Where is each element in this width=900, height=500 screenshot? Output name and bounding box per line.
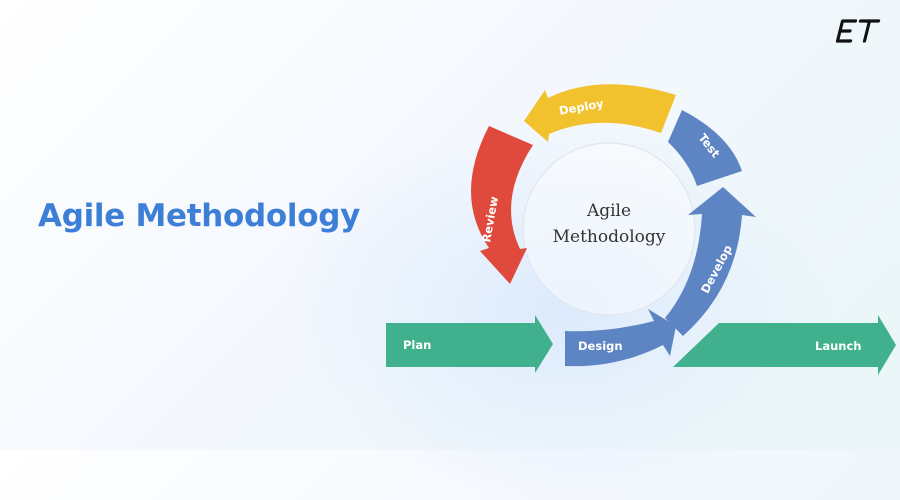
design-arrow (565, 309, 676, 367)
develop-arrow (665, 187, 756, 336)
deploy-arrow (524, 84, 676, 142)
center-label-line1: Agile (586, 201, 631, 221)
stage-launch: Launch (673, 315, 896, 375)
et-logo-icon (835, 19, 881, 43)
stage-deploy: Deploy (524, 84, 676, 142)
plan-arrow (386, 315, 553, 373)
plan-label: Plan (403, 338, 431, 352)
stage-develop: Develop (665, 187, 756, 336)
stage-plan: Plan (386, 315, 553, 373)
stage-test: Test (668, 110, 742, 186)
launch-label: Launch (815, 339, 861, 353)
test-arrow (668, 110, 742, 186)
stage-design: Design (565, 309, 676, 367)
page-title: Agile Methodology (38, 198, 361, 234)
center-label-line2: Methodology (553, 227, 666, 247)
design-label: Design (578, 339, 623, 353)
launch-arrow (673, 315, 896, 375)
center-circle (522, 142, 696, 316)
agile-cycle-diagram: Agile Methodology Plan Design Develop Te… (386, 84, 896, 375)
stage-review: Review (471, 126, 533, 284)
review-arrow (471, 126, 533, 284)
